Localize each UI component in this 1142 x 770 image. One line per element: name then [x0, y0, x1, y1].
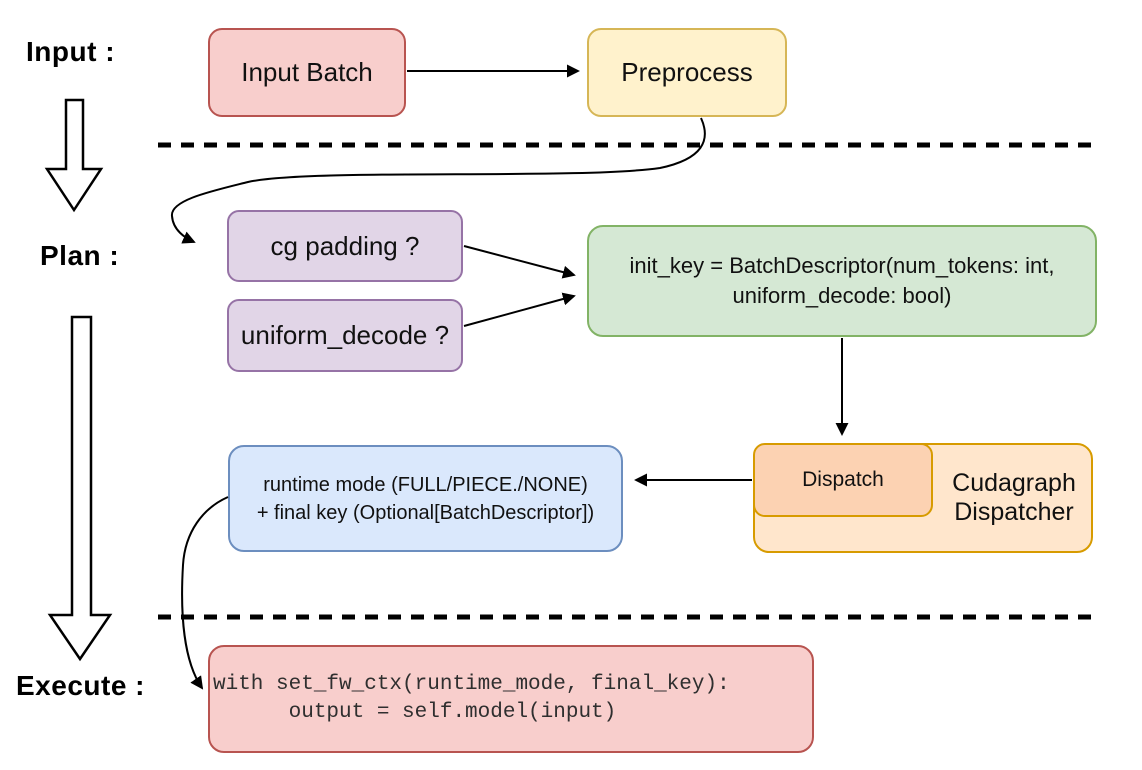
node-preprocess-label: Preprocess — [621, 57, 753, 87]
node-preprocess: Preprocess — [587, 28, 787, 117]
node-runtime-mode-line2: + final key (Optional[BatchDescriptor]) — [256, 501, 595, 524]
node-cudagraph-dispatcher-label: Cudagraph Dispatcher — [935, 469, 1093, 527]
connector-cgpadding-to-initkey — [463, 245, 576, 279]
input-phase-arrow-icon — [44, 98, 104, 213]
node-input-batch-label: Input Batch — [241, 57, 373, 87]
node-init-key-line2: uniform_decode: bool) — [732, 283, 952, 308]
node-input-batch: Input Batch — [208, 28, 406, 117]
cudagraph-label-line1: Cudagraph — [952, 469, 1076, 497]
node-dispatch: Dispatch — [753, 443, 933, 517]
node-runtime-mode: runtime mode (FULL/PIECE./NONE) + final … — [228, 445, 623, 552]
phase-label-input: Input : — [26, 36, 116, 67]
connector-uniformdecode-to-initkey — [463, 292, 576, 327]
execute-code-line1: with set_fw_ctx(runtime_mode, final_key)… — [213, 673, 730, 696]
node-init-key: init_key = BatchDescriptor(num_tokens: i… — [587, 225, 1097, 337]
node-cg-padding: cg padding ? — [227, 210, 463, 282]
node-dispatch-label: Dispatch — [802, 468, 884, 491]
plan-phase-arrow-icon — [47, 315, 113, 662]
node-runtime-mode-line1: runtime mode (FULL/PIECE./NONE) — [263, 473, 588, 496]
node-init-key-line1: init_key = BatchDescriptor(num_tokens: i… — [629, 253, 1055, 278]
node-uniform-decode: uniform_decode ? — [227, 299, 463, 372]
phase-label-plan: Plan : — [40, 240, 120, 271]
execute-code-line2: output = self.model(input) — [213, 701, 617, 724]
node-uniform-decode-label: uniform_decode ? — [240, 320, 450, 350]
node-execute-code: with set_fw_ctx(runtime_mode, final_key)… — [208, 645, 814, 753]
phase-label-execute: Execute : — [16, 670, 145, 701]
cudagraph-label-line2: Dispatcher — [954, 498, 1074, 526]
node-cg-padding-label: cg padding ? — [270, 230, 420, 261]
